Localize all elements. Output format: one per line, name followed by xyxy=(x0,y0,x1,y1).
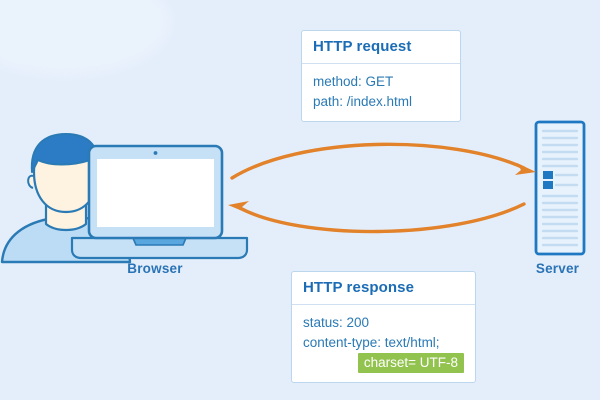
http-response-body: status: 200 content-type: text/html; cha… xyxy=(292,305,475,382)
http-response-line-highlighted: charset= UTF-8 xyxy=(303,352,464,373)
request-arrowhead-icon xyxy=(515,163,536,175)
server-rack-icon xyxy=(534,120,586,256)
http-request-body: method: GET path: /index.html xyxy=(302,64,460,121)
response-arrowhead-icon xyxy=(228,201,249,213)
http-response-line: content-type: text/html; xyxy=(303,334,440,350)
browser-node-label: Browser xyxy=(127,261,183,276)
http-request-line: path: /index.html xyxy=(313,93,413,109)
laptop-icon xyxy=(70,144,249,260)
http-request-header: HTTP request xyxy=(302,31,460,64)
request-arrow xyxy=(230,142,526,180)
response-arrow xyxy=(238,202,526,234)
http-response-line: status: 200 xyxy=(303,314,370,330)
server-node-label: Server xyxy=(535,261,580,276)
http-request-box: HTTP request method: GET path: /index.ht… xyxy=(301,30,461,122)
http-response-header: HTTP response xyxy=(292,272,475,305)
http-response-box: HTTP response status: 200 content-type: … xyxy=(291,271,476,383)
http-request-line: method: GET xyxy=(313,73,394,89)
charset-highlight: charset= UTF-8 xyxy=(357,352,464,373)
